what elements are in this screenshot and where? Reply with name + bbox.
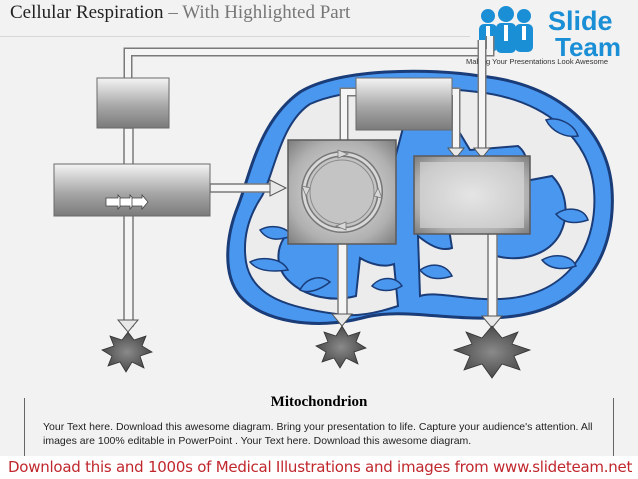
diagram-label: Mitochondrion: [0, 394, 638, 411]
output-burst-middle: [316, 326, 366, 368]
output-burst-left: [102, 332, 152, 372]
arrow-down-left: [118, 128, 138, 332]
download-banner[interactable]: Download this and 1000s of Medical Illus…: [0, 456, 638, 479]
mitochondrion-diagram: [0, 0, 638, 400]
box-top-left: [97, 78, 169, 128]
box-top-middle: [356, 78, 452, 130]
text-frame-right: [613, 398, 614, 456]
box-glycolysis: [54, 164, 210, 216]
etc-inner-highlight: [420, 162, 524, 228]
text-frame-left: [24, 398, 25, 456]
description-text: Your Text here. Download this awesome di…: [43, 420, 603, 456]
output-burst-right: [454, 326, 530, 378]
download-banner-text[interactable]: Download this and 1000s of Medical Illus…: [8, 458, 632, 476]
